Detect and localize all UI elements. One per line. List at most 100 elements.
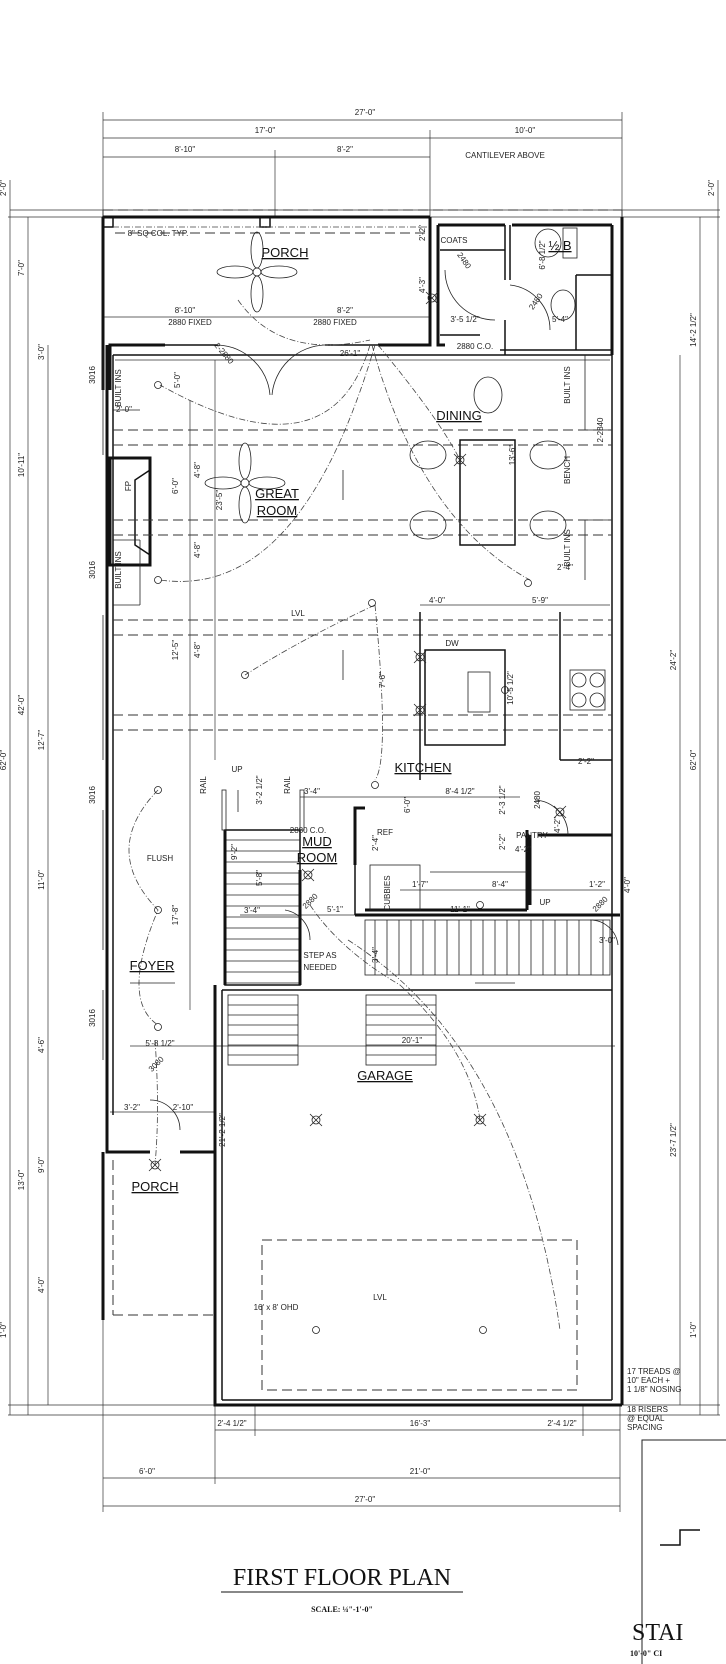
ceiling-light-icon [309, 1113, 323, 1127]
opening-label: 2880 FIXED [313, 318, 357, 327]
opening-label: 2880 C.O. [290, 826, 326, 835]
dimension-label: 5'-0" [173, 372, 182, 388]
dimension-label: 4'-2" [553, 817, 562, 833]
dimension-label: 23'-7 1/2" [669, 1123, 678, 1157]
note-label: REF [377, 828, 393, 837]
dimension-label: 8'-2" [337, 145, 353, 154]
room-label-half-bath: ½ B [548, 238, 571, 253]
opening-label: 2480 [455, 251, 473, 271]
stair-detail-box [641, 1439, 726, 1664]
dimension-label: 24'-2" [669, 650, 678, 671]
recessed-light-icon [479, 1326, 487, 1334]
dimension-lines [8, 112, 720, 1512]
note-label: UP [231, 765, 242, 774]
note-label: BUILT INS [114, 369, 123, 407]
garage-stair-treads [374, 920, 604, 975]
recessed-light-icon [154, 576, 162, 584]
drawing-title: FIRST FLOOR PLAN [233, 1565, 451, 1591]
note-label: LVL [291, 609, 305, 618]
note-label: CUBBIES [383, 875, 392, 910]
note-label: FP [124, 481, 133, 491]
stair-treads [225, 839, 300, 984]
dimension-label: 2'-4 1/2" [217, 1419, 246, 1428]
dimension-label: 4'-8" [193, 642, 202, 658]
garage-steps [228, 1004, 436, 1056]
dimension-label: 1'-2" [589, 880, 605, 889]
note-label: BUILT INS [114, 551, 123, 589]
dimension-label: 3'-5 1/2" [450, 315, 479, 324]
note-label: BUILT INS [563, 366, 572, 404]
dimension-label: 3'-0" [599, 936, 615, 945]
dimension-label: 16'-3" [410, 1419, 431, 1428]
stair-detail-risers-note: 18 RISERS [627, 1405, 668, 1414]
dimension-label: 5'-4" [552, 315, 568, 324]
dimension-label: 7'-6" [378, 672, 387, 688]
opening-label: 3016 [88, 561, 97, 579]
stair-detail-title: STAI [632, 1620, 683, 1646]
dimension-label: 11'-0" [37, 870, 46, 890]
dimension-label: 7'-0" [17, 260, 26, 276]
recessed-light-icon [154, 906, 162, 914]
room-label-great-room: ROOM [257, 503, 297, 518]
dimension-label: 26'-1" [340, 349, 361, 358]
note-label: PANTRY [516, 831, 548, 840]
note-label: LVL [373, 1293, 387, 1302]
dimension-label: 2'-0" [116, 405, 132, 414]
dimension-label: 10'-5 1/2" [506, 671, 515, 705]
dimension-label: 2'-10" [173, 1103, 194, 1112]
opening-label: 2-2840 [596, 417, 605, 442]
dimension-label: 10'-0" [515, 126, 536, 135]
dimension-label: 2'-2" [418, 225, 427, 241]
exterior-walls [101, 215, 624, 1407]
dimension-label: 17'-8" [171, 905, 180, 926]
dimension-label: 1'-0" [689, 1322, 698, 1338]
dimension-label: 21'-2 1/2" [218, 1113, 227, 1147]
light-fixtures [148, 291, 567, 1334]
recessed-light-icon [501, 686, 509, 694]
note-label: BUILT INS [563, 529, 572, 567]
dimension-label: 8'-10" [175, 145, 196, 154]
room-label-porch-rear: PORCH [132, 1179, 179, 1194]
dimension-label: 2'-4" [371, 835, 380, 851]
room-label-coats: COATS [441, 236, 468, 245]
room-label-garage: GARAGE [357, 1068, 413, 1083]
dimension-label: 3'-0" [37, 344, 46, 360]
dimension-label: 62'-0" [689, 750, 698, 771]
dimension-label: 2'-2" [578, 757, 594, 766]
dimension-label: 8'-2" [337, 306, 353, 315]
dimension-label: 5'-9" [532, 596, 548, 605]
dimension-label: 14'-2 1/2" [689, 313, 698, 347]
note-label: RAIL [199, 776, 208, 794]
ceiling-fan-icon [204, 442, 286, 524]
ceiling-light-icon [413, 703, 427, 717]
stair-detail-risers-note: @ EQUAL [627, 1414, 665, 1423]
opening-label: 2-2880 [212, 341, 235, 366]
opening-label: 2880 [301, 891, 320, 910]
note-label: CANTILEVER ABOVE [465, 151, 545, 160]
room-label-dining: DINING [436, 408, 482, 423]
recessed-light-icon [241, 671, 249, 679]
dimension-label: 6'-0" [139, 1467, 155, 1476]
dimension-label: 2'-0" [0, 180, 8, 196]
dimension-label: 12'-5" [171, 640, 180, 661]
dimension-label: 6'-8 1/2" [538, 240, 547, 269]
dimension-label: 11'-1" [450, 905, 470, 914]
room-label-great-room: GREAT [255, 486, 299, 501]
dimension-label: 2'-4 1/2" [547, 1419, 576, 1428]
dimension-label: 4'-8" [193, 462, 202, 478]
ceiling-light-icon [425, 291, 439, 305]
stair-detail-treads-note: 17 TREADS @ [627, 1367, 681, 1376]
room-label-porch: PORCH [262, 245, 309, 260]
dimension-label: 3'-2" [124, 1103, 140, 1112]
dimension-label: 62'-0" [0, 750, 8, 771]
opening-label: 3016 [88, 1009, 97, 1027]
dimension-label: 13'-6" [508, 445, 517, 466]
note-label: UP [539, 898, 550, 907]
dimension-label: 3'-4" [244, 906, 260, 915]
ceiling-light-icon [473, 1113, 487, 1127]
dimension-label: 5'-8" [255, 870, 264, 886]
stair-detail-treads-note: 1 1/8" NOSING [627, 1385, 681, 1394]
room-label-mud-room: MUD [302, 834, 332, 849]
dimension-label: 4'-0" [623, 877, 632, 893]
note-label: RAIL [283, 776, 292, 794]
